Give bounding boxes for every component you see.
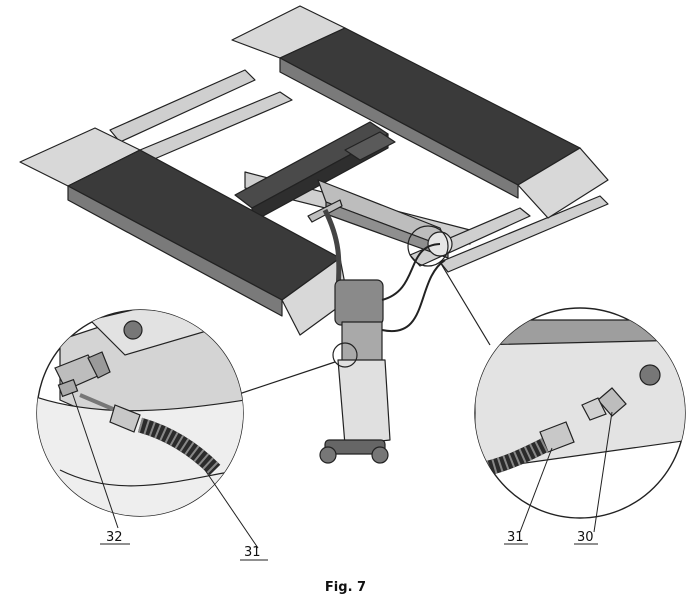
leader-31-right [519, 447, 553, 533]
ramp-right [231, 5, 609, 219]
detail-marker-pump [332, 342, 358, 368]
detail-leaders [235, 261, 491, 396]
callout-30: 30 [577, 530, 594, 545]
fitting-30 [581, 387, 627, 421]
figure-caption: Fig. 7 [324, 580, 367, 595]
hose-31-left [79, 393, 221, 476]
ramp-left [19, 127, 349, 336]
leader-30 [593, 411, 613, 533]
detail-right: 31 30 [474, 307, 686, 545]
callout-32: 32 [106, 530, 123, 545]
lift-assembly [19, 5, 609, 464]
detail-marker-cylinder [407, 225, 449, 267]
fitting-32 [54, 351, 111, 398]
callout-31-right: 31 [507, 530, 524, 545]
leader-32 [71, 391, 119, 529]
callout-31-left: 31 [244, 545, 261, 560]
leader-31-left [204, 469, 259, 549]
detail-left: 32 31 [36, 309, 268, 561]
pump-unit [319, 243, 446, 464]
